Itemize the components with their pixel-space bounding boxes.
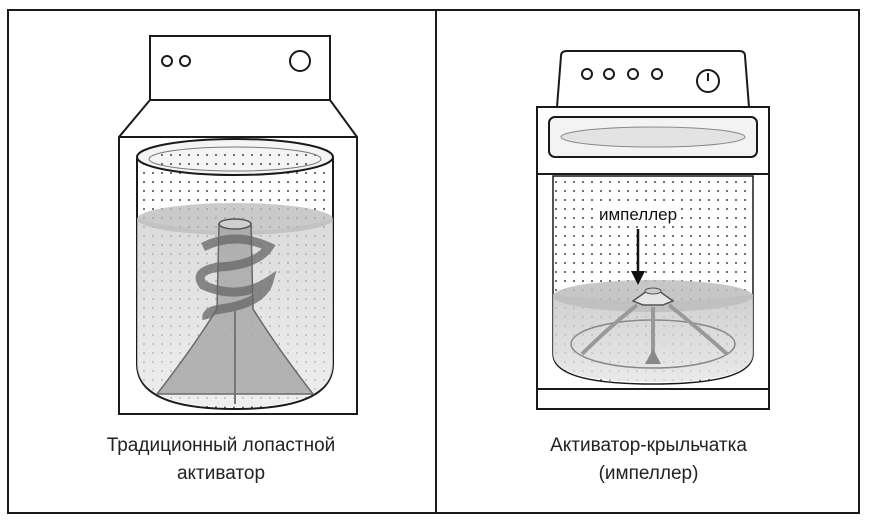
left-caption-line2: активатор (176, 463, 266, 484)
left-caption-line1: Традиционный лопастной (106, 435, 336, 456)
outer-frame (7, 9, 860, 514)
callout-arrowhead (631, 271, 645, 285)
impeller-washer-illustration (536, 50, 770, 410)
right-panel-impeller: импеллер Активатор-крыльчатка (импеллер) (437, 9, 860, 514)
right-caption-line2: (импеллер) (598, 463, 699, 484)
impeller-callout-label: импеллер (595, 205, 682, 225)
panel-divider (435, 9, 437, 514)
agitator-washer-illustration (118, 35, 358, 415)
control-panel (555, 50, 751, 108)
control-panel (149, 35, 331, 101)
left-caption: Традиционный лопастной активатор (7, 432, 435, 488)
right-caption: Активатор-крыльчатка (импеллер) (437, 432, 860, 488)
right-caption-line1: Активатор-крыльчатка (550, 435, 747, 456)
agitator (155, 218, 315, 404)
impeller (570, 287, 736, 369)
left-panel-agitator: Традиционный лопастной активатор (7, 9, 435, 514)
